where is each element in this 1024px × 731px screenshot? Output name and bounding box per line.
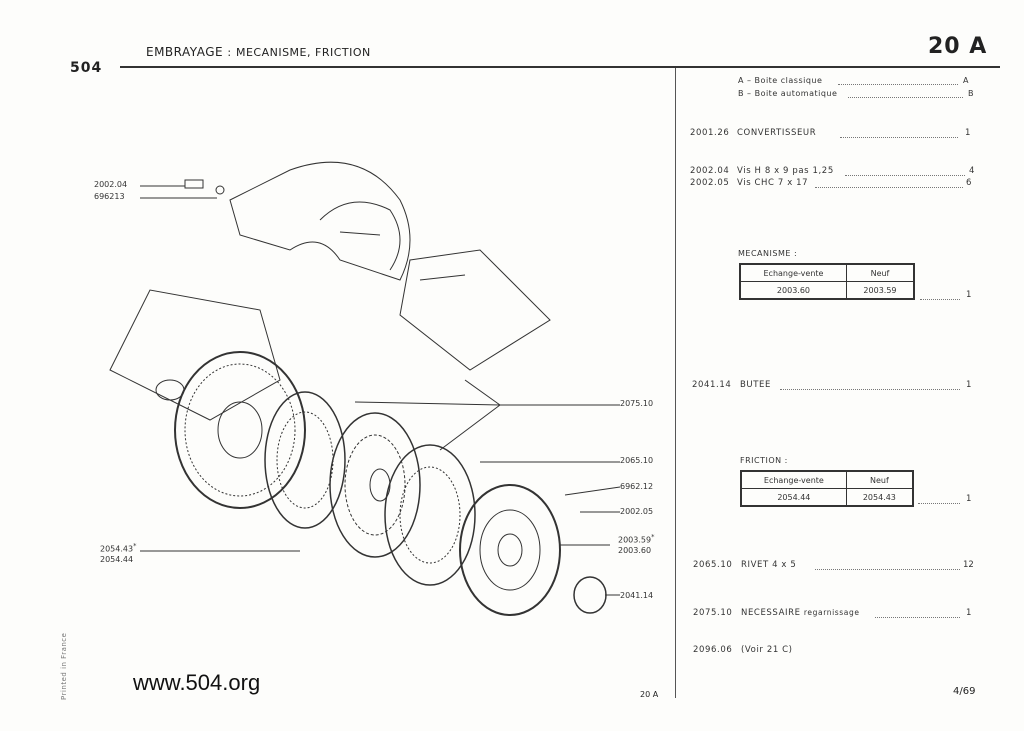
friction-col1: Echange-vente [740, 470, 847, 489]
flywheel [174, 351, 306, 509]
callout-696213: 696213 [94, 192, 125, 201]
friction-table: Echange-vente Neuf 2054.44 2054.43 [740, 470, 914, 507]
column-divider [675, 68, 676, 698]
part-ref: 2096.06 [693, 645, 733, 655]
part-ref: 2075.10 [693, 608, 733, 618]
bell-housing-inner [319, 201, 401, 271]
callout-2054-43: 2054.43* [100, 542, 137, 554]
friction-col2: Neuf [845, 470, 914, 489]
legend-a-value: A [963, 76, 969, 85]
legend-a-label: A – Boite classique [738, 76, 823, 85]
washer-696213 [215, 185, 225, 195]
friction-val1: 2054.44 [740, 488, 847, 507]
part-name: (Voir 21 C) [741, 645, 793, 655]
callout-2003-59: 2003.59* [618, 533, 655, 545]
part-name: BUTEE [740, 380, 771, 390]
callout-6962-12: 6962.12 [620, 482, 654, 491]
part-name: Vis CHC 7 x 17 [737, 178, 809, 188]
friction-lining-2 [384, 444, 476, 586]
part-ref: 2002.05 [690, 178, 730, 188]
part-qty: 6 [966, 178, 972, 188]
section-code: 20 A [928, 34, 988, 59]
part-ref: 2002.04 [690, 166, 730, 176]
part-name: NECESSAIRE regarnissage [741, 608, 860, 618]
page-title: EMBRAYAGE : MECANISME, FRICTION [146, 45, 371, 59]
mecanisme-val2: 2003.59 [845, 281, 915, 300]
part-ref: 2001.26 [690, 128, 730, 138]
clutch-exploded-diagram [109, 161, 621, 616]
part-qty: 4 [969, 166, 975, 176]
part-ref: 2041.14 [692, 380, 732, 390]
legend-b-label: B – Boite automatique [738, 89, 838, 98]
bell-housing [229, 161, 411, 281]
part-qty: 12 [963, 560, 974, 570]
legend-b-value: B [968, 89, 974, 98]
friction-disc [329, 412, 421, 558]
callout-2002-04: 2002.04 [94, 180, 128, 189]
mecanisme-qty: 1 [966, 290, 972, 300]
engine-block [109, 289, 281, 421]
pressure-plate [459, 484, 561, 616]
logo-504: 504 [70, 60, 103, 76]
part-name: Vis H 8 x 9 pas 1,25 [737, 166, 834, 176]
mecanisme-title: MECANISME : [738, 249, 798, 258]
friction-title: FRICTION : [740, 456, 788, 465]
title-main: EMBRAYAGE [146, 45, 224, 59]
part-qty: 1 [965, 128, 971, 138]
header-rule [120, 66, 1000, 68]
part-name: CONVERTISSEUR [737, 128, 817, 138]
callout-2002-05: 2002.05 [620, 507, 654, 516]
friction-val2: 2054.43 [845, 488, 914, 507]
repair-kit-box [399, 249, 551, 371]
mecanisme-col1: Echange-vente [739, 263, 847, 282]
mecanisme-val1: 2003.60 [739, 281, 847, 300]
bolt-2002-04 [184, 179, 204, 189]
leader-6962-12 [564, 486, 621, 496]
part-qty: 1 [966, 608, 972, 618]
friction-qty: 1 [966, 494, 972, 504]
mecanisme-table: Echange-vente Neuf 2003.60 2003.59 [739, 263, 915, 300]
part-ref: 2065.10 [693, 560, 733, 570]
website-watermark: www.504.org [133, 670, 261, 695]
friction-lining [264, 391, 346, 529]
part-name: RIVET 4 x 5 [741, 560, 797, 570]
callout-2003-60: 2003.60 [618, 546, 652, 555]
title-separator: : [227, 46, 232, 59]
callout-2075-10: 2075.10 [620, 399, 654, 408]
page-number: 4/69 [953, 686, 976, 697]
page-code: 20 A [640, 690, 659, 699]
printed-in-france: Printed in France [60, 632, 68, 700]
part-qty: 1 [966, 380, 972, 390]
callout-2065-10: 2065.10 [620, 456, 654, 465]
callout-2054-44: 2054.44 [100, 555, 134, 564]
mecanisme-col2: Neuf [845, 263, 915, 282]
release-bearing [573, 576, 607, 614]
title-sub: MECANISME, FRICTION [235, 46, 371, 59]
callout-2041-14: 2041.14 [620, 591, 654, 600]
